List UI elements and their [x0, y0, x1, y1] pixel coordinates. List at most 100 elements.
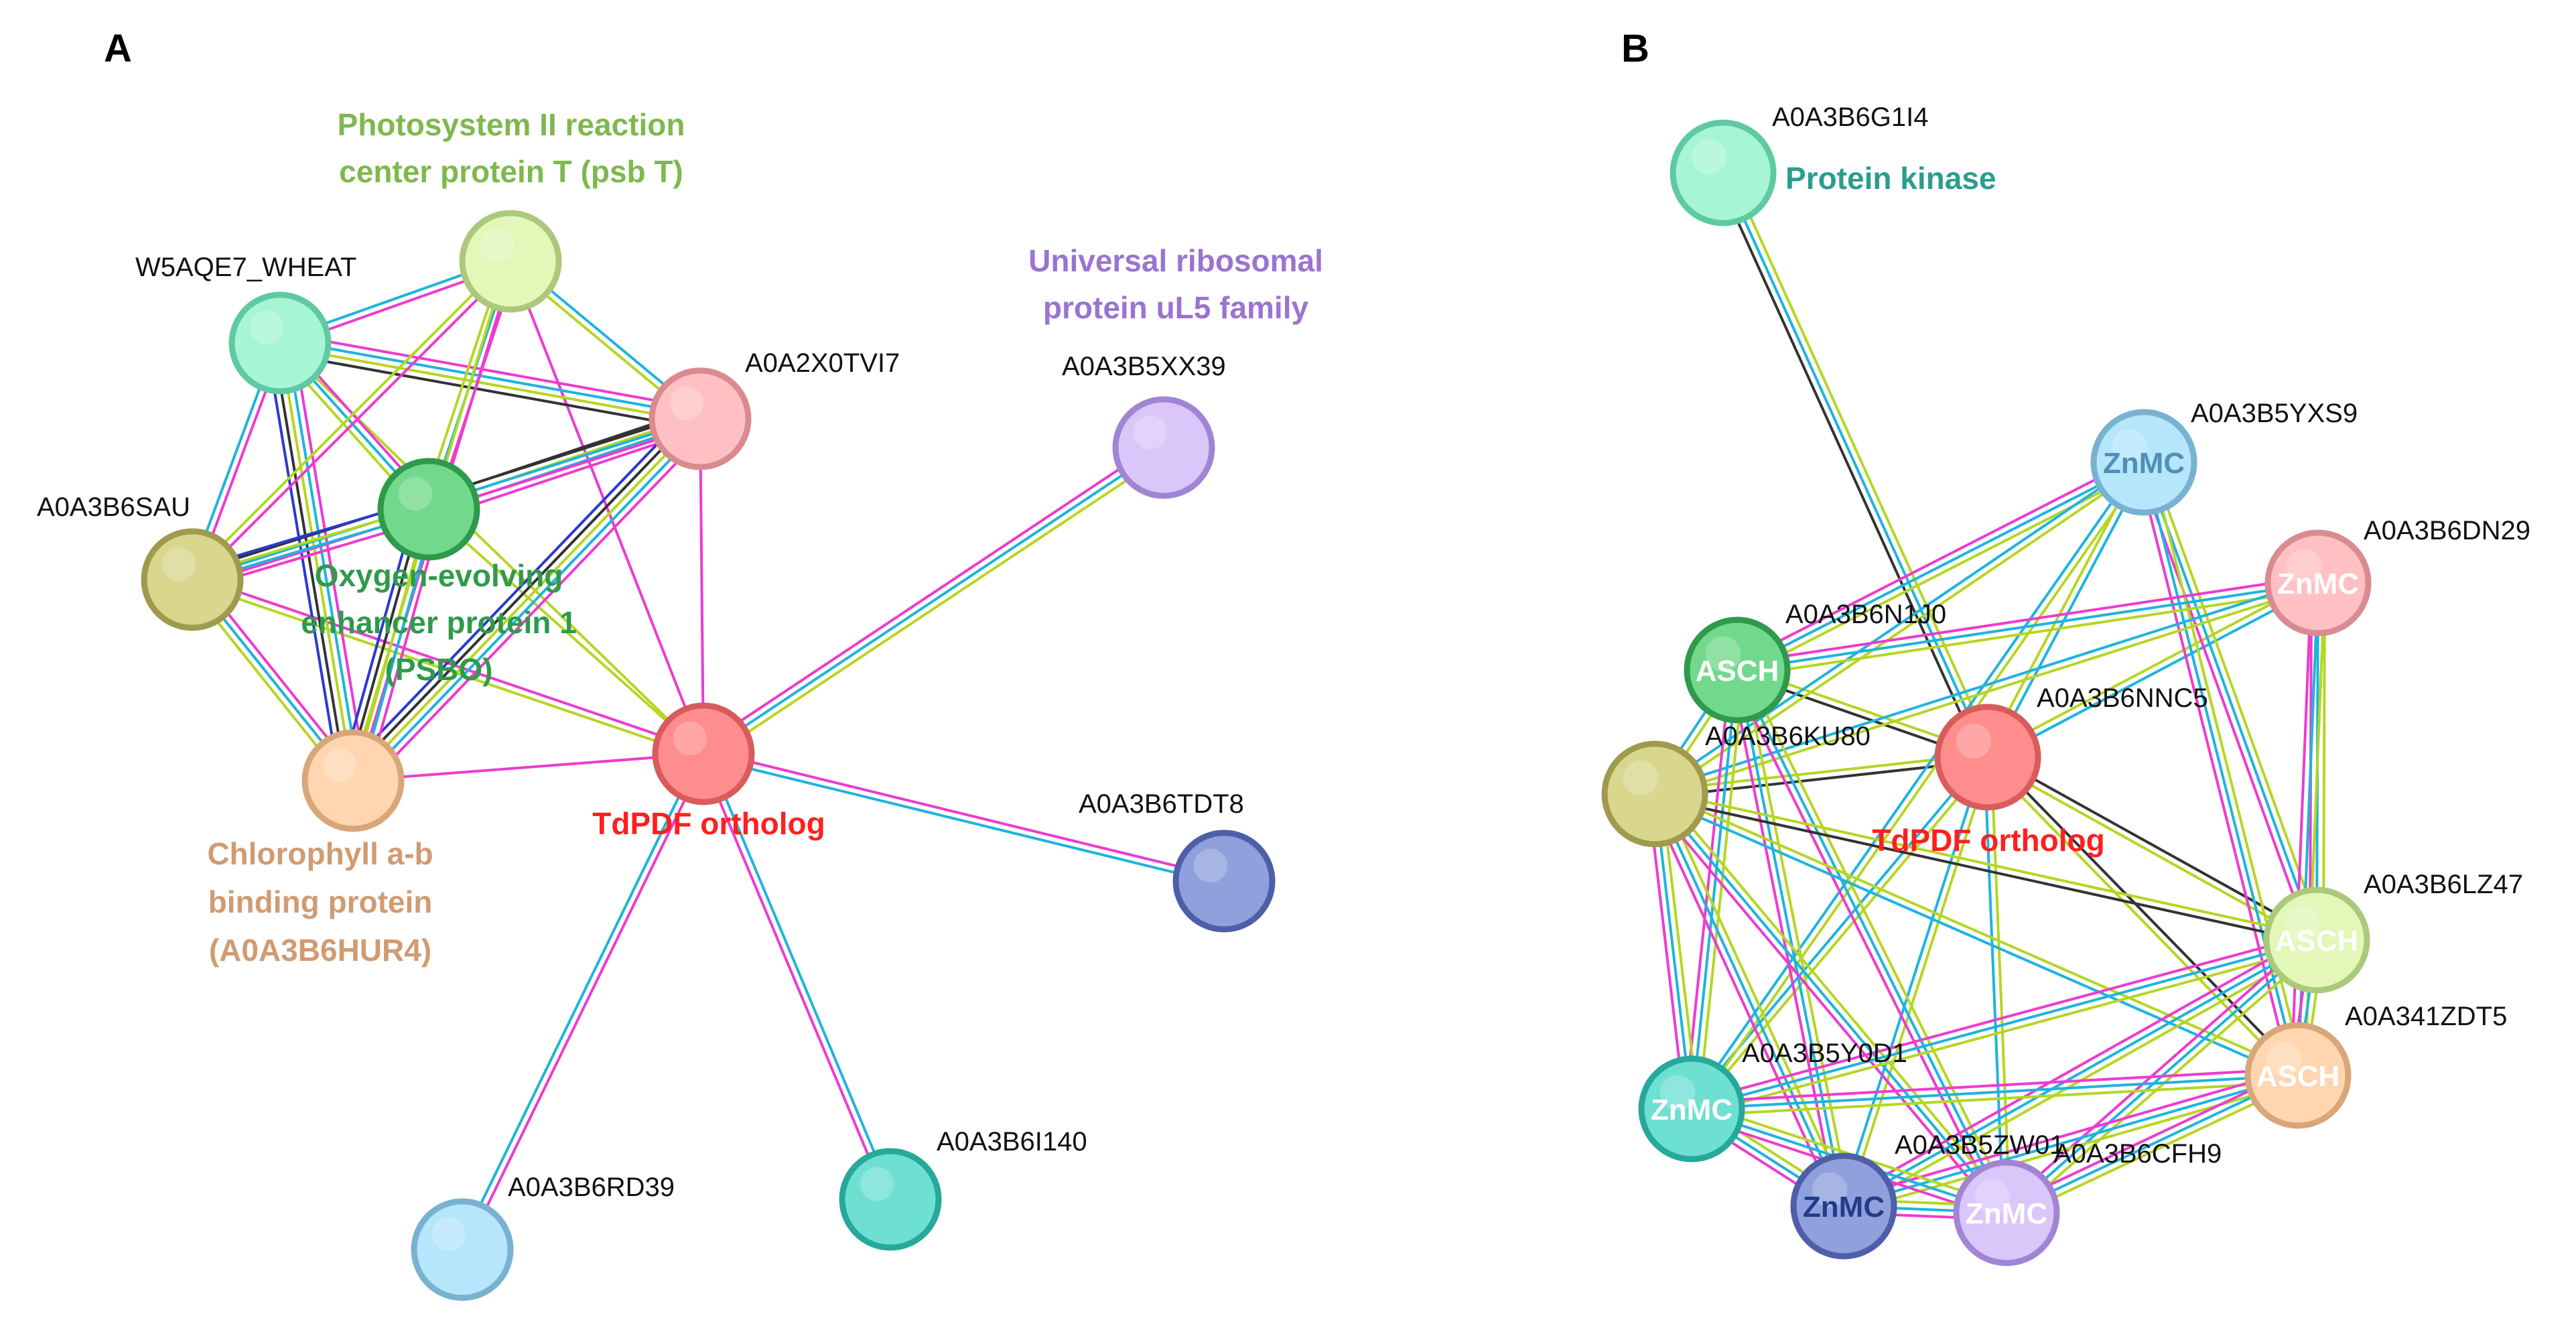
node-a0a3b6tdt8[interactable] [1172, 830, 1276, 933]
edge-nnc5-zw-textmining [1845, 757, 1992, 1208]
node-highlight-a0a3b6sau [161, 547, 196, 582]
node-circle-yxs9[interactable] [2090, 409, 2197, 516]
node-dn29[interactable]: ZnMC [2264, 529, 2372, 637]
node-circle-a0a3b6sau[interactable] [141, 528, 244, 631]
edge-lz47-cfh9-experimental [2001, 933, 2313, 1209]
node-y0d1[interactable]: ZnMC [1638, 1055, 1745, 1163]
node-nnc5[interactable] [1934, 704, 2041, 811]
node-lz47[interactable]: ASCH [2263, 886, 2370, 994]
node-highlight-a0a3b5xx39 [1133, 415, 1168, 450]
annotation-psbo-line-1: Oxygen-evolving [315, 558, 563, 593]
edge-dn29-n1j0-database [1737, 582, 2319, 671]
edge-n1j0-zw-textmining [1742, 668, 1852, 1205]
node-circle-cfh9[interactable] [1953, 1159, 2060, 1266]
node-g1i4[interactable] [1670, 119, 1777, 226]
edge-g1i4-nnc5-database [1722, 172, 1989, 758]
node-domain-yxs9: ZnMC [2103, 447, 2185, 480]
node-circle-a0a2x0tvi7[interactable] [649, 367, 752, 470]
edge-n1j0-y0d1-database [1690, 669, 1739, 1110]
panel-a-nodes [141, 210, 1276, 1301]
edge-g1i4-nnc5-coexpression [1716, 175, 1983, 761]
edge-nnc5-zw-database [1839, 755, 1986, 1206]
edge-tdpdf-a0a3b6rd39-database [458, 751, 702, 1249]
annotation-psbt-line-1: Photosystem II reaction [338, 107, 685, 142]
node-circle-zdt5[interactable] [2244, 1022, 2352, 1129]
node-circle-ku80[interactable] [1601, 740, 1708, 848]
node-cfh9[interactable]: ZnMC [1953, 1159, 2060, 1266]
edge-tdpdf-a0a3b6tdt8-database [702, 755, 1224, 886]
node-highlight-cfh9 [1974, 1179, 2011, 1215]
node-circle-a0a3b6i140[interactable] [839, 1148, 942, 1251]
edge-tdpdf-psbo-textmining [427, 508, 705, 755]
node-highlight-ku80 [1623, 760, 1659, 796]
edge-tdpdf-a0a3b6rd39-experimental [464, 754, 708, 1252]
node-highlight-nnc5 [1956, 723, 1992, 759]
edge-dn29-lz47-textmining [2322, 583, 2326, 941]
edge-nnc5-cfh9-textmining [1989, 756, 2011, 1213]
node-domain-n1j0: ASCH [1696, 655, 1779, 687]
edge-w5aqe7-hur4-textmining [279, 342, 354, 781]
edge-w5aqe7-a0a2x0tvi7-database [280, 338, 701, 417]
edge-nnc5-dn29-textmining [1985, 578, 2317, 756]
node-circle-tdpdf[interactable] [652, 702, 755, 805]
node-a0a2x0tvi7[interactable] [649, 367, 752, 470]
node-domain-lz47: ASCH [2275, 925, 2359, 957]
node-label-g1i4: A0A3B6G1I4 [1772, 103, 1929, 132]
node-tdpdf[interactable] [652, 702, 755, 805]
node-circle-dn29[interactable] [2264, 529, 2372, 637]
node-domain-y0d1: ZnMC [1651, 1094, 1733, 1126]
node-n1j0[interactable]: ASCH [1684, 616, 1791, 724]
edge-w5aqe7-a0a2x0tvi7-coexpression [277, 351, 699, 430]
node-psbt[interactable] [459, 210, 562, 313]
node-circle-y0d1[interactable] [1638, 1055, 1745, 1163]
node-a0a3b5xx39[interactable] [1112, 396, 1215, 499]
node-circle-zw[interactable] [1790, 1152, 1897, 1260]
edge-dn29-n1j0-experimental [1736, 575, 2317, 665]
node-label-a0a3b6rd39: A0A3B6RD39 [508, 1173, 675, 1202]
edge-tdpdf-a0a3b6sau-textmining [190, 581, 703, 758]
node-circle-hur4[interactable] [301, 729, 405, 832]
edge-yxs9-y0d1-database [1688, 459, 2143, 1108]
node-highlight-a0a3b6i140 [860, 1167, 894, 1201]
node-circle-g1i4[interactable] [1670, 119, 1777, 226]
node-circle-nnc5[interactable] [1934, 704, 2041, 811]
edge-ku80-cfh9-database [1653, 793, 2008, 1214]
node-highlight-psbt [480, 228, 515, 263]
node-w5aqe7[interactable] [228, 291, 332, 395]
node-circle-n1j0[interactable] [1684, 616, 1791, 724]
node-circle-a0a3b5xx39[interactable] [1112, 396, 1215, 499]
node-a0a3b6rd39[interactable] [411, 1198, 514, 1301]
node-yxs9[interactable]: ZnMC [2090, 409, 2197, 516]
edge-g1i4-nnc5-textmining [1728, 170, 1995, 755]
node-a0a3b6i140[interactable] [839, 1148, 942, 1251]
node-a0a3b6sau[interactable] [141, 528, 244, 631]
node-circle-a0a3b6rd39[interactable] [411, 1198, 514, 1301]
edge-yxs9-lz47-database [2143, 462, 2318, 941]
node-circle-lz47[interactable] [2263, 886, 2370, 994]
node-hur4[interactable] [301, 729, 405, 832]
node-circle-psbt[interactable] [459, 210, 562, 313]
node-zdt5[interactable]: ASCH [2244, 1022, 2352, 1129]
edge-yxs9-n1j0-database [1737, 461, 2145, 671]
node-ku80[interactable] [1601, 740, 1708, 848]
node-psbo[interactable] [377, 458, 480, 561]
annotation-hur4-line-1: Chlorophyll a-b [207, 836, 433, 871]
node-zw[interactable]: ZnMC [1790, 1152, 1897, 1260]
node-circle-psbo[interactable] [377, 458, 480, 561]
node-circle-a0a3b6tdt8[interactable] [1172, 830, 1276, 933]
node-label-a0a3b6sau: A0A3B6SAU [37, 492, 190, 522]
node-highlight-y0d1 [1659, 1075, 1696, 1111]
edge-tdpdf-a0a2x0tvi7-experimental [699, 418, 705, 754]
edge-w5aqe7-hur4-homology [265, 344, 342, 783]
node-circle-w5aqe7[interactable] [228, 291, 332, 395]
annotation-tdpdf-a: TdPDF ortholog [592, 806, 825, 841]
edge-zdt5-zw-experimental [1841, 1067, 2297, 1201]
node-highlight-zdt5 [2266, 1041, 2302, 1077]
node-label-zw: A0A3B5ZW01 [1895, 1130, 2064, 1160]
edge-tdpdf-a0a3b5xx39-textmining [706, 452, 1168, 761]
edge-nnc5-lz47-textmining [1985, 758, 2316, 945]
node-label-dn29: A0A3B6DN29 [2364, 516, 2530, 545]
